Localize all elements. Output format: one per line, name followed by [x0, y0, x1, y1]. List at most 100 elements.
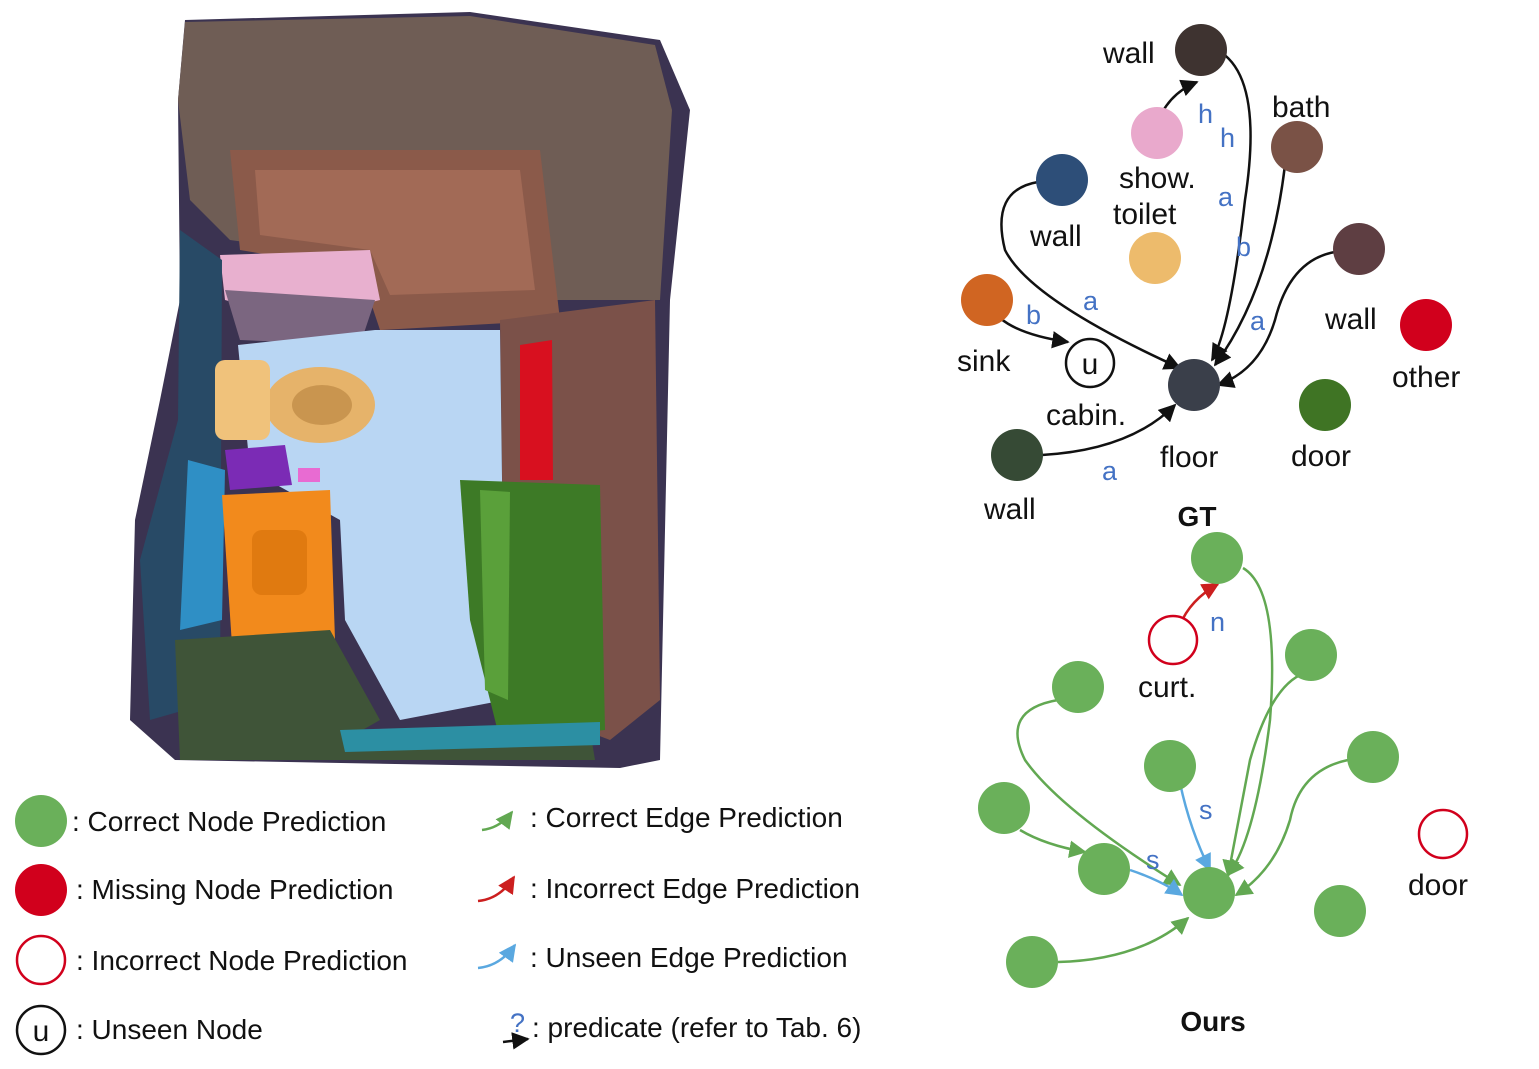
legend-predicate-symbol: ?	[510, 1008, 525, 1038]
scene-3d-render	[130, 12, 690, 768]
gt-node-toilet	[1129, 232, 1181, 284]
gt-label-bath: bath	[1272, 91, 1330, 124]
legend-incorrect-node-text: : Incorrect Node Prediction	[76, 945, 408, 976]
ours-graph: curt. door n s s Ours	[978, 532, 1469, 1037]
scene-baseboard	[340, 722, 600, 752]
legend-incorrect-edge-text: : Incorrect Edge Prediction	[530, 873, 860, 904]
legend-missing-node-text: : Missing Node Prediction	[76, 874, 393, 905]
gt-node-floor	[1168, 359, 1220, 411]
gt-edge-wall4-floor	[1041, 403, 1177, 457]
gt-edge-bath-floor	[1213, 164, 1287, 367]
gt-label-door: door	[1291, 440, 1351, 473]
gt-label-floor: floor	[1160, 441, 1218, 474]
gt-node-bath	[1271, 121, 1323, 173]
ours-edge-sink-cabin	[1019, 828, 1087, 858]
gt-pred-a2: a	[1083, 286, 1099, 316]
ours-node-sink	[978, 782, 1030, 834]
legend-unseen-node-text: : Unseen Node	[76, 1014, 263, 1045]
gt-pred-a1: a	[1218, 182, 1234, 212]
gt-edge-sink-cabin	[999, 317, 1070, 349]
gt-label-toilet: toilet	[1113, 198, 1177, 231]
ours-node-toilet	[1144, 740, 1196, 792]
gt-pred-h1: h	[1198, 99, 1213, 129]
gt-label-wall-green: wall	[983, 493, 1036, 526]
legend-incorrect-node-swatch	[15, 934, 67, 986]
legend-predicate-arrow	[502, 1032, 530, 1050]
ours-pred-s2: s	[1146, 845, 1160, 875]
ours-edge-wall-floor	[1226, 566, 1274, 877]
gt-label-other: other	[1392, 361, 1460, 394]
ours-pred-n: n	[1210, 607, 1225, 637]
legend-unseen-edge-text: : Unseen Edge Prediction	[530, 942, 848, 973]
ours-edge-wall2-floor	[1016, 698, 1182, 887]
gt-graph: u wall show. bath wall toilet sink cabin…	[957, 24, 1460, 532]
gt-node-wall-plum	[1333, 223, 1385, 275]
ours-node-curtain	[1147, 614, 1199, 666]
legend-missing-node-swatch	[15, 864, 67, 916]
gt-edge-wall-floor	[1210, 46, 1252, 362]
gt-edge-wall2-floor	[1000, 180, 1182, 370]
legend-unseen-node-swatch	[15, 1004, 67, 1056]
ours-graph-title: Ours	[1180, 1006, 1245, 1037]
legend-predicate-text: : predicate (refer to Tab. 6)	[532, 1012, 861, 1043]
gt-pred-b2: b	[1026, 300, 1041, 330]
gt-node-sink	[961, 274, 1013, 326]
ours-edge-bath-floor	[1222, 673, 1301, 878]
scene-toilet-tank	[215, 360, 270, 440]
ours-pred-s1: s	[1199, 795, 1213, 825]
ours-node-door-incorrect	[1417, 808, 1469, 860]
ours-node-wall-bottom	[1006, 936, 1058, 988]
gt-label-wall-top: wall	[1102, 37, 1155, 70]
ours-node-floor	[1183, 867, 1235, 919]
scene-wall-bottom	[175, 630, 595, 760]
ours-label-door: door	[1408, 869, 1468, 902]
legend-correct-node-text: : Correct Node Prediction	[72, 806, 386, 837]
gt-label-wall-plum: wall	[1324, 303, 1377, 336]
gt-node-shower	[1131, 107, 1183, 159]
gt-node-wall-top	[1175, 24, 1227, 76]
legend-correct-node-swatch	[15, 795, 67, 847]
legend-unseen-node-letter: u	[33, 1015, 50, 1048]
gt-node-wall-green	[991, 429, 1043, 481]
ours-edge-wall4-floor	[1057, 916, 1190, 964]
scene-door-highlight	[480, 490, 510, 700]
ours-node-door-green	[1314, 885, 1366, 937]
scene-other-object	[520, 340, 553, 480]
gt-node-cabinet-unseen	[1064, 337, 1116, 389]
legend: : Correct Node Prediction : Missing Node…	[15, 795, 861, 1056]
scene-pink-object	[298, 468, 320, 482]
gt-pred-h2: h	[1220, 123, 1235, 153]
ours-node-wall-right	[1347, 731, 1399, 783]
gt-node-cabinet-letter: u	[1082, 348, 1099, 381]
gt-graph-title: GT	[1178, 501, 1217, 532]
gt-label-shower: show.	[1119, 162, 1196, 195]
ours-edge-wall3-floor	[1234, 758, 1349, 897]
scene-shower-shadow	[225, 290, 375, 345]
scene-sink-basin	[252, 530, 307, 595]
legend-unseen-edge-swatch	[477, 943, 517, 970]
scene-purple-object	[225, 445, 292, 490]
ours-edge-toilet-floor-unseen	[1178, 782, 1212, 872]
legend-correct-edge-swatch	[481, 810, 514, 832]
ours-label-curtain: curt.	[1138, 671, 1196, 704]
ours-node-bath	[1285, 629, 1337, 681]
ours-node-wall-left	[1052, 661, 1104, 713]
scene-bath-inner	[255, 170, 535, 295]
gt-edge-wall3-floor	[1216, 250, 1336, 388]
scene-toilet-seat	[292, 385, 352, 425]
ours-edge-cabin-floor-unseen	[1129, 868, 1184, 897]
gt-label-cabinet: cabin.	[1046, 399, 1126, 432]
gt-node-other	[1400, 299, 1452, 351]
legend-correct-edge-text: : Correct Edge Prediction	[530, 802, 843, 833]
gt-label-sink: sink	[957, 345, 1011, 378]
gt-node-door	[1299, 379, 1351, 431]
ours-node-cabinet	[1078, 843, 1130, 895]
gt-pred-b1: b	[1236, 232, 1251, 262]
gt-pred-a3: a	[1250, 306, 1266, 336]
gt-node-wall-blue	[1036, 154, 1088, 206]
scene-wall-left-light	[180, 460, 225, 630]
gt-label-wall-blue: wall	[1029, 220, 1082, 253]
ours-node-wall-top	[1191, 532, 1243, 584]
legend-incorrect-edge-swatch	[477, 875, 516, 903]
